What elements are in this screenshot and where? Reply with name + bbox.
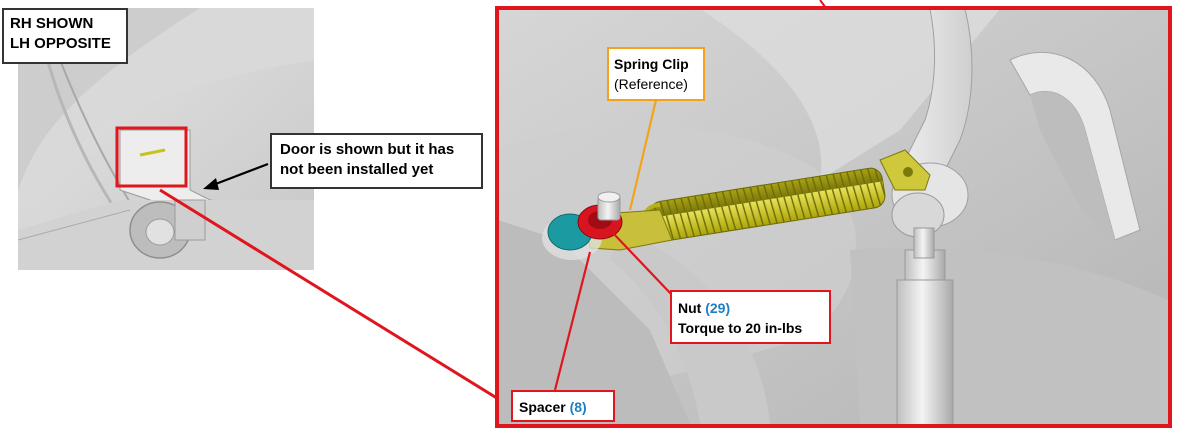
detail-frame (495, 6, 1172, 428)
view-label-line2: LH OPPOSITE (10, 35, 111, 52)
spring-clip-callout: Spring Clip (Reference) (607, 47, 705, 101)
door-arrow-head-icon (203, 178, 219, 190)
nut-torque-instruction: Torque to 20 in-lbs (678, 320, 803, 336)
door-note-box: Door is shown but it has not been instal… (270, 133, 483, 189)
spacer-name: Spacer (519, 399, 566, 415)
spring-clip-subtitle: (Reference) (614, 76, 688, 92)
zoom-leader-line (159, 188, 501, 402)
door-note-arrow (212, 162, 269, 187)
nut-label: Nut (29) (678, 298, 823, 318)
nut-callout: Nut (29) Torque to 20 in-lbs (670, 290, 831, 344)
spacer-number: (8) (569, 399, 587, 415)
detail-image (498, 9, 1168, 424)
door-note-line1: Door is shown but it has (280, 141, 455, 158)
view-label-box: RH SHOWN LH OPPOSITE (2, 8, 128, 64)
spring-clip-leader (628, 99, 658, 211)
door-note-line2: not been installed yet (280, 161, 434, 178)
spacer-callout: Spacer (8) (511, 390, 615, 422)
spring-clip-title: Spring Clip (614, 56, 689, 72)
spacer-leader (553, 251, 592, 391)
nut-leader (611, 231, 673, 296)
zoom-box (115, 126, 188, 188)
nut-number: (29) (705, 300, 731, 316)
view-label-line1: RH SHOWN (10, 15, 94, 32)
nut-name: Nut (678, 300, 702, 316)
